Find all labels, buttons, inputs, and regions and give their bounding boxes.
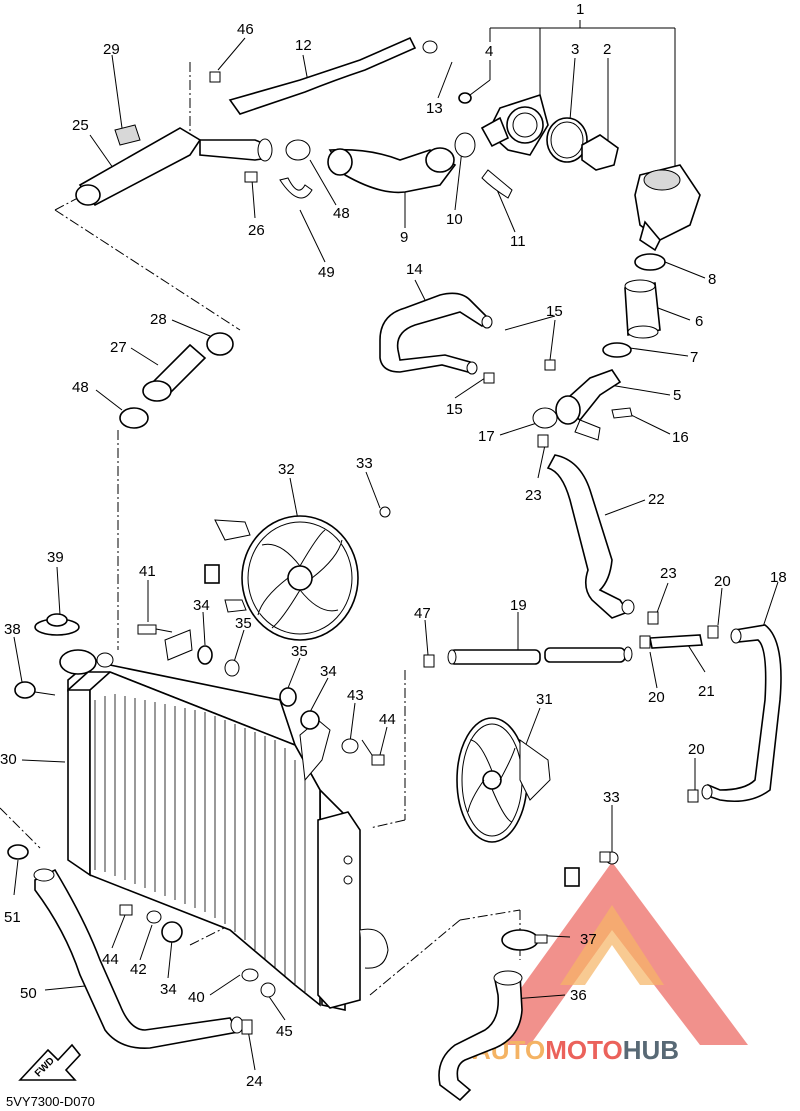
label-10: 10 [446, 211, 463, 228]
label-3: 3 [571, 41, 579, 58]
upper-hose-6 [602, 253, 666, 358]
label-35a: 35 [235, 615, 252, 632]
hose-18 [687, 624, 782, 803]
label-19: 19 [510, 597, 527, 614]
label-26: 26 [248, 222, 265, 239]
label-20a: 20 [714, 573, 731, 590]
label-34a: 34 [193, 597, 210, 614]
label-35b: 35 [291, 643, 308, 660]
clip-38 [14, 681, 56, 699]
part-labels: 1 2 3 4 13 12 46 29 25 26 48 49 9 10 11 … [0, 1, 787, 1090]
label-34b: 34 [320, 663, 337, 680]
hose-50 [33, 868, 253, 1049]
label-31: 31 [536, 691, 553, 708]
label-40: 40 [188, 989, 205, 1006]
label-18: 18 [770, 569, 787, 586]
hose-27 [119, 332, 234, 429]
label-1: 1 [576, 1, 584, 18]
label-23b: 23 [660, 565, 677, 582]
label-20b: 20 [648, 689, 665, 706]
label-15b: 15 [446, 401, 463, 418]
label-46: 46 [237, 21, 254, 38]
label-48a: 48 [333, 205, 350, 222]
watermark-triangle-outer [480, 862, 748, 1045]
watermark-hub: HUB [623, 1035, 679, 1065]
label-4: 4 [485, 43, 493, 60]
cooling-fan-32 [204, 506, 391, 641]
label-11: 11 [510, 233, 526, 250]
label-38: 38 [4, 621, 21, 638]
label-23a: 23 [525, 487, 542, 504]
diagram-code: 5VY7300-D070 [6, 1094, 95, 1109]
label-51: 51 [4, 909, 21, 926]
label-21: 21 [698, 683, 715, 700]
watermark-triangle-inner [560, 905, 664, 985]
label-43: 43 [347, 687, 364, 704]
label-2: 2 [603, 41, 611, 58]
label-49: 49 [318, 264, 335, 281]
label-14: 14 [406, 261, 423, 278]
label-5: 5 [673, 387, 681, 404]
label-24: 24 [246, 1073, 263, 1090]
hose-22 [537, 434, 659, 625]
label-45: 45 [276, 1023, 293, 1040]
label-29: 29 [103, 41, 120, 58]
label-39: 39 [47, 549, 64, 566]
label-42: 42 [130, 961, 147, 978]
label-25: 25 [72, 117, 89, 134]
watermark-moto: MOTO [545, 1035, 623, 1065]
label-6: 6 [695, 313, 703, 330]
cooling-fan-31 [456, 717, 619, 887]
label-33a: 33 [356, 455, 373, 472]
radiator-30 [67, 659, 389, 1011]
bypass-hose-14 [379, 292, 556, 384]
label-8: 8 [708, 271, 716, 288]
label-34c: 34 [160, 981, 177, 998]
label-47: 47 [414, 605, 431, 622]
label-48b: 48 [72, 379, 89, 396]
label-16: 16 [672, 429, 689, 446]
filler-neck [59, 649, 114, 675]
label-22: 22 [648, 491, 665, 508]
label-13: 13 [426, 100, 443, 117]
label-33b: 33 [603, 789, 620, 806]
label-20c: 20 [688, 741, 705, 758]
label-15a: 15 [546, 303, 563, 320]
label-36: 36 [570, 987, 587, 1004]
thermostat-housing [458, 92, 701, 252]
label-50: 50 [20, 985, 37, 1002]
label-30: 30 [0, 751, 17, 768]
label-27: 27 [110, 339, 127, 356]
water-pipe-25 [75, 124, 273, 207]
label-44a: 44 [379, 711, 396, 728]
label-17: 17 [478, 428, 495, 445]
elbow-pipe-5 [532, 369, 633, 441]
label-12: 12 [295, 37, 312, 54]
hose-19 [423, 646, 633, 668]
radiator-cap-39 [34, 613, 80, 636]
hardware [7, 624, 385, 998]
label-37: 37 [580, 931, 597, 948]
label-9: 9 [400, 229, 408, 246]
label-41: 41 [139, 563, 156, 580]
label-7: 7 [690, 349, 698, 366]
radiator-hose-9 [279, 132, 513, 199]
pipe-21 [639, 625, 719, 649]
label-28: 28 [150, 311, 167, 328]
label-32: 32 [278, 461, 295, 478]
label-44b: 44 [102, 951, 119, 968]
breather-hose-12 [209, 36, 438, 115]
fwd-arrow: FWD [18, 1043, 82, 1081]
hose-36 [438, 929, 548, 1102]
